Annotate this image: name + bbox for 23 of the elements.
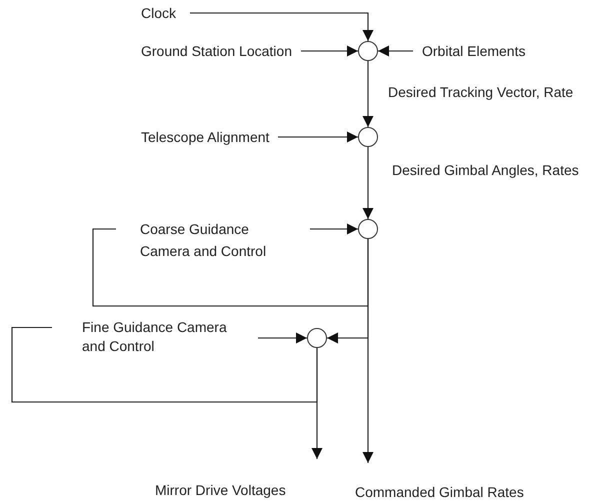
arrow: [362, 61, 374, 127]
arrow: [310, 224, 358, 234]
arrow: [327, 239, 369, 344]
arrow: [301, 46, 358, 56]
signal-label: Commanded Gimbal Rates: [355, 483, 524, 501]
feedback-line: [92, 228, 369, 307]
summing-junction: [358, 41, 378, 61]
signal-label: Coarse Guidance Camera and Control: [140, 218, 300, 262]
signal-label: Mirror Drive Voltages: [155, 481, 286, 499]
signal-label: Telescope Alignment: [141, 128, 270, 146]
signal-label: Orbital Elements: [422, 42, 526, 60]
summing-junction: [358, 219, 378, 239]
arrow: [378, 46, 413, 56]
arrow: [362, 147, 374, 219]
summing-junction: [358, 127, 378, 147]
signal-label: Clock: [141, 4, 176, 22]
arrow: [190, 12, 374, 41]
feedback-line: [11, 326, 318, 403]
signal-label: Ground Station Location: [141, 42, 292, 60]
arrow: [278, 132, 358, 142]
signal-label: Fine Guidance Camera and Control: [82, 318, 252, 356]
arrow: [258, 332, 307, 344]
summing-junction: [307, 328, 327, 348]
